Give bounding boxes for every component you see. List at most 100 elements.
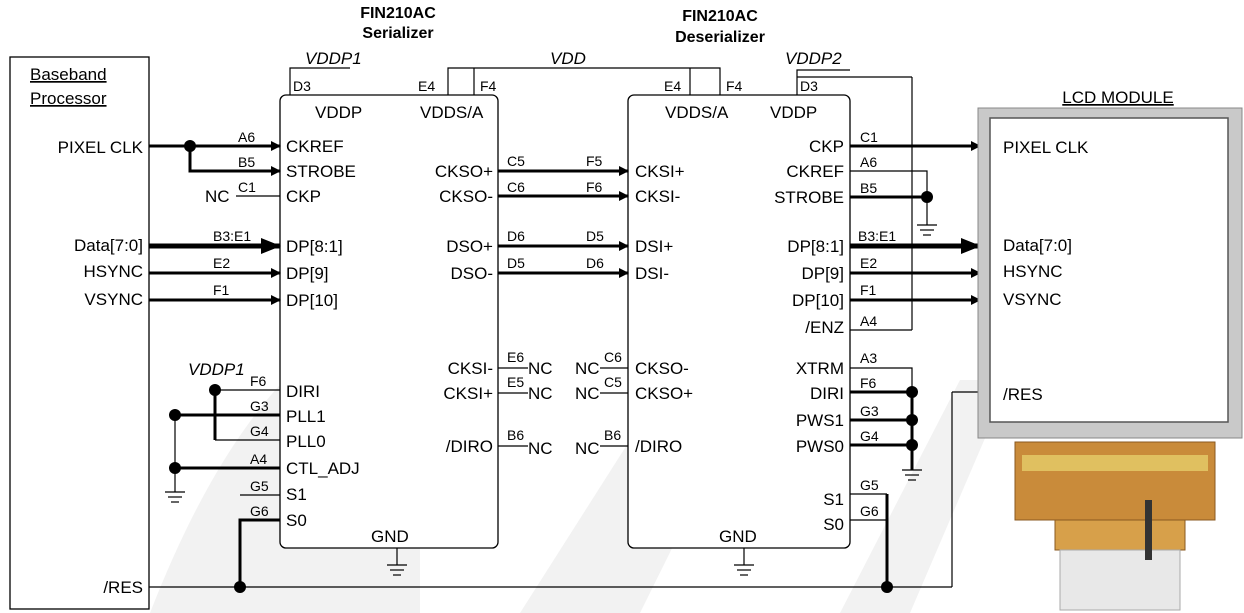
- ser-dso-plus: DSO+: [446, 237, 493, 256]
- ser-s1: S1: [286, 485, 307, 504]
- ser-ctl-adj: CTL_ADJ: [286, 459, 360, 478]
- pin-a3-des: A3: [860, 350, 877, 366]
- ser-vdds-header: VDDS/A: [420, 103, 484, 122]
- ser-diro: /DIRO: [446, 437, 493, 456]
- nc-c6-des: NC: [575, 359, 600, 378]
- des-vddp2-label: VDDP2: [785, 49, 842, 68]
- ser-pll0: PLL0: [286, 432, 326, 451]
- ser-pll1: PLL1: [286, 407, 326, 426]
- des-cksi-plus: CKSI+: [635, 162, 685, 181]
- des-xtrm: XTRM: [796, 359, 844, 378]
- serializer-input-wiring: [149, 141, 990, 588]
- deserializer-part-title: FIN210AC: [682, 8, 758, 25]
- pin-f6-link: F6: [586, 179, 603, 195]
- lcd-res: /RES: [1003, 385, 1043, 404]
- serializer-name-title: Serializer: [362, 25, 433, 42]
- pin-c1-des: C1: [860, 129, 878, 145]
- serializer-part-title: FIN210AC: [360, 5, 436, 22]
- des-enz: /ENZ: [805, 318, 844, 337]
- des-cksi-minus: CKSI-: [635, 187, 680, 206]
- pin-f1-ser: F1: [213, 282, 230, 298]
- des-dsi-plus: DSI+: [635, 237, 673, 256]
- pin-e4-ser: E4: [418, 78, 435, 94]
- bb-pixel-clk: PIXEL CLK: [58, 138, 144, 157]
- ser-vddp1-label: VDDP1: [305, 49, 362, 68]
- lvds-links: [498, 166, 629, 278]
- pin-g4-ser: G4: [250, 423, 269, 439]
- pin-c5-link: C5: [507, 153, 525, 169]
- deserializer-chip: [627, 94, 851, 549]
- ser-diri: DIRI: [286, 382, 320, 401]
- lcd-module-title: LCD MODULE: [1062, 88, 1173, 107]
- pin-b5-des: B5: [860, 180, 877, 196]
- des-dp81: DP[8:1]: [787, 237, 844, 256]
- ser-cksi-minus: CKSI-: [448, 359, 493, 378]
- ser-ckso-minus: CKSO-: [439, 187, 493, 206]
- pin-d5-link2: D5: [507, 255, 525, 271]
- nc-e5: NC: [528, 384, 553, 403]
- serializer-chip: [279, 94, 499, 549]
- nc-b6-des: NC: [575, 439, 600, 458]
- bb-hsync: HSYNC: [83, 262, 143, 281]
- lcd-vsync: VSYNC: [1003, 290, 1062, 309]
- deserializer-output-wiring: [850, 141, 981, 587]
- pin-b6-ser-nc: B6: [507, 427, 524, 443]
- ser-s0: S0: [286, 511, 307, 530]
- nc-stubs: [498, 367, 628, 447]
- pin-d6-link2: D6: [586, 255, 604, 271]
- pin-g5-ser: G5: [250, 478, 269, 494]
- baseband-label-line1: Baseband: [30, 65, 107, 84]
- bb-data: Data[7:0]: [74, 236, 143, 255]
- pin-a4-des: A4: [860, 313, 877, 329]
- des-gnd: GND: [719, 527, 757, 546]
- des-strobe: STROBE: [774, 188, 844, 207]
- ser-dso-minus: DSO-: [451, 264, 494, 283]
- pin-e2-des: E2: [860, 255, 877, 271]
- pin-f6-des: F6: [860, 375, 877, 391]
- vdd-label: VDD: [550, 49, 586, 68]
- baseband-label-line2: Processor: [30, 89, 107, 108]
- pin-b6-des-nc: B6: [604, 427, 621, 443]
- des-ckso-plus: CKSO+: [635, 384, 693, 403]
- pin-d3-des: D3: [800, 78, 818, 94]
- ser-vddp1-label-lower: VDDP1: [188, 360, 245, 379]
- des-diro: /DIRO: [635, 437, 682, 456]
- lcd-data: Data[7:0]: [1003, 236, 1072, 255]
- ser-cksi-plus: CKSI+: [443, 384, 493, 403]
- des-dp9: DP[9]: [801, 264, 844, 283]
- des-ckso-minus: CKSO-: [635, 359, 689, 378]
- nc-e6: NC: [528, 359, 553, 378]
- pin-d6-link: D6: [507, 228, 525, 244]
- des-s1: S1: [823, 490, 844, 509]
- des-ckref: CKREF: [786, 162, 844, 181]
- pin-a6-ser: A6: [238, 129, 255, 145]
- lcd-module-image: [977, 107, 1243, 611]
- des-ckp: CKP: [809, 137, 844, 156]
- ser-dp10: DP[10]: [286, 291, 338, 310]
- pin-f6-ser: F6: [250, 373, 267, 389]
- pin-g4-des: G4: [860, 428, 879, 444]
- nc-c5-des: NC: [575, 384, 600, 403]
- pin-d5-link: D5: [586, 228, 604, 244]
- pin-b5-ser: B5: [238, 154, 255, 170]
- pin-e4-des: E4: [664, 78, 681, 94]
- lcd-hsync: HSYNC: [1003, 262, 1063, 281]
- pin-e6-nc: E6: [507, 349, 524, 365]
- des-dp10: DP[10]: [792, 291, 844, 310]
- pin-f4-des: F4: [726, 78, 743, 94]
- nc-ser-ckp: NC: [205, 187, 230, 206]
- pin-f4-ser: F4: [480, 78, 497, 94]
- pin-e2-ser: E2: [213, 255, 230, 271]
- ser-vddp-header: VDDP: [315, 103, 362, 122]
- pin-g5-des: G5: [860, 477, 879, 493]
- pin-b3e1-ser: B3:E1: [213, 228, 251, 244]
- bb-vsync: VSYNC: [84, 290, 143, 309]
- pin-g3-ser: G3: [250, 398, 269, 414]
- ser-ckp: CKP: [286, 187, 321, 206]
- pin-c5-nc: C5: [604, 374, 622, 390]
- pin-c1-ser: C1: [238, 179, 256, 195]
- ser-ckso-plus: CKSO+: [435, 162, 493, 181]
- lcd-pixel-clk: PIXEL CLK: [1003, 138, 1089, 157]
- pin-g6-des: G6: [860, 503, 879, 519]
